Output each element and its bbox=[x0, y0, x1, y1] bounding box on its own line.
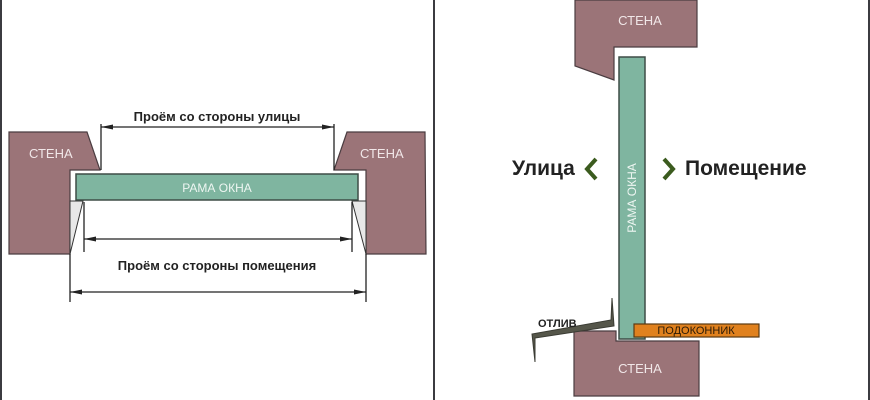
top-wall bbox=[574, 0, 698, 81]
window-sill bbox=[633, 323, 760, 338]
street-opening-label: Проём со стороны улицы bbox=[134, 109, 301, 124]
drip-label: ОТЛИВ bbox=[538, 318, 577, 330]
right-panel: СТЕНА РАМА ОКНА Улица Помещение СТЕНА ПО… bbox=[512, 0, 807, 397]
arrow-right-icon bbox=[322, 124, 334, 130]
right-frame-label: РАМА ОКНА bbox=[625, 163, 639, 233]
drip-flashing bbox=[531, 297, 615, 363]
right-gap-wedge bbox=[351, 200, 367, 255]
left-wall-label: СТЕНА bbox=[29, 146, 73, 161]
left-gap-wedge bbox=[69, 200, 84, 255]
left-wall bbox=[8, 131, 101, 255]
left-window-frame bbox=[75, 173, 359, 201]
arrow-right-icon bbox=[354, 289, 366, 295]
street-label: Улица bbox=[512, 157, 575, 180]
top-wall-label: СТЕНА bbox=[618, 13, 662, 28]
bottom-wall bbox=[573, 330, 700, 397]
bottom-wall-label: СТЕНА bbox=[618, 361, 662, 376]
sill-label: ПОДОКОННИК bbox=[657, 325, 735, 337]
room-opening-label: Проём со стороны помещения bbox=[118, 258, 316, 273]
chevron-left-icon bbox=[584, 157, 598, 181]
right-wall-label: СТЕНА bbox=[360, 146, 404, 161]
left-panel: СТЕНА СТЕНА РАМА ОКНА Проём со стороны у… bbox=[8, 109, 427, 302]
left-frame-label: РАМА ОКНА bbox=[182, 181, 252, 195]
arrow-right-icon bbox=[340, 236, 352, 242]
chevron-right-icon bbox=[662, 157, 676, 181]
arrow-left-icon bbox=[70, 289, 82, 295]
arrow-left-icon bbox=[101, 124, 113, 130]
arrow-left-icon bbox=[84, 236, 96, 242]
room-label: Помещение bbox=[685, 157, 807, 180]
right-window-frame bbox=[618, 56, 646, 340]
